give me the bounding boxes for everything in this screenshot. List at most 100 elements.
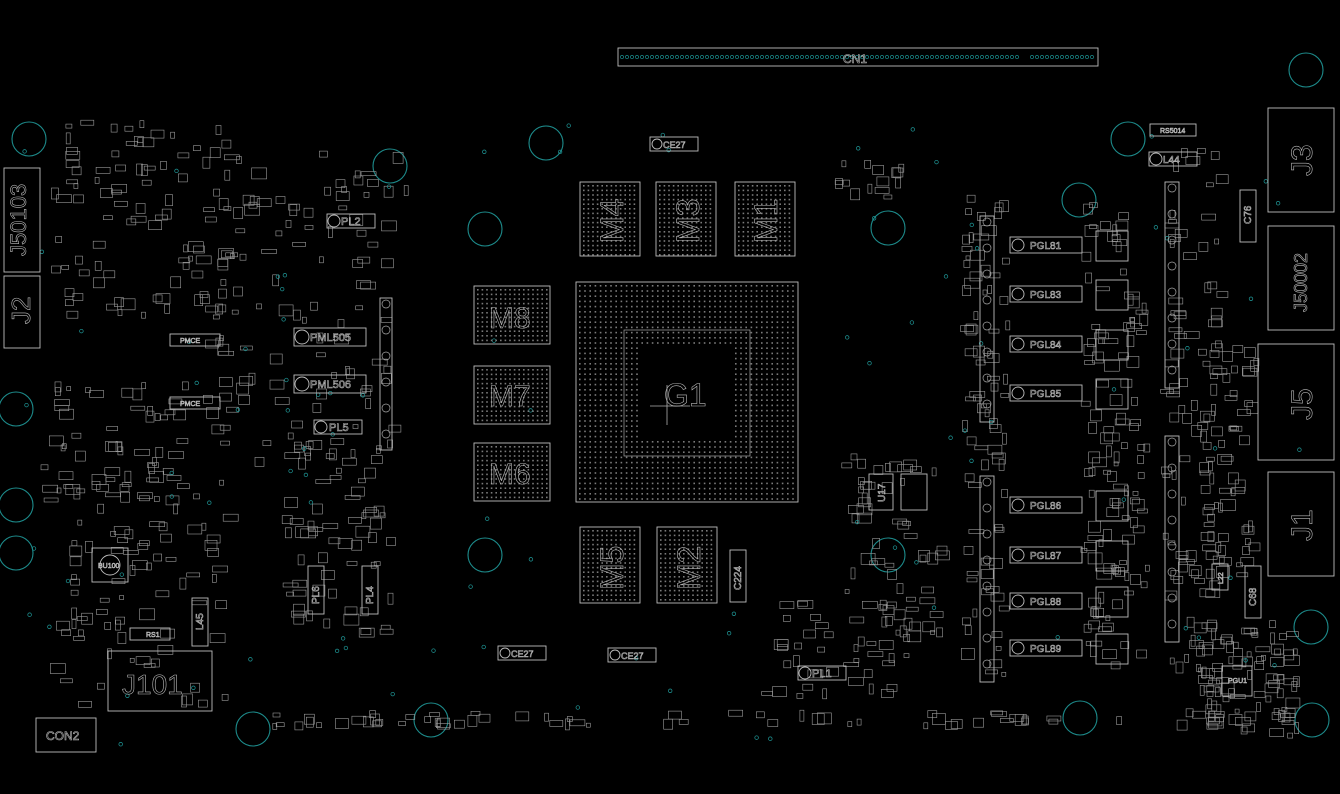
bga-ball xyxy=(766,337,768,339)
bga-ball xyxy=(719,487,721,490)
connector-j5[interactable]: J5 xyxy=(1257,343,1335,461)
connector-j1[interactable]: J1 xyxy=(1267,471,1335,577)
memory-m8[interactable]: M8 xyxy=(473,285,551,345)
smd-pad xyxy=(1131,499,1145,511)
bga-ball xyxy=(625,311,628,313)
bga-ball xyxy=(792,383,794,386)
inductor-l45[interactable]: L45 xyxy=(191,597,209,647)
bga-ball xyxy=(646,337,649,339)
smd-pad xyxy=(217,343,230,356)
bga-ball xyxy=(631,493,633,495)
bga-ball xyxy=(787,498,789,500)
bga-ball xyxy=(683,534,685,537)
bga-ball xyxy=(504,335,507,337)
connector-j50002[interactable]: J50002 xyxy=(1267,225,1335,331)
strip-capacitor xyxy=(982,347,992,357)
capacitor-c224[interactable]: C224 xyxy=(729,549,747,603)
bga-ball xyxy=(761,368,763,370)
bga-ball xyxy=(771,467,773,469)
resistor-rs5014[interactable]: RS5014 xyxy=(1149,123,1197,137)
controller-pgu1[interactable]: PGU1 xyxy=(1221,665,1253,697)
bga-ball xyxy=(587,553,590,555)
bga-ball xyxy=(705,226,707,228)
smd-pad xyxy=(1129,316,1135,322)
memory-m6[interactable]: M6 xyxy=(473,442,551,502)
bga-ball xyxy=(688,493,690,495)
memory-m1[interactable]: M1 xyxy=(734,181,796,257)
capacitor-ce27-top[interactable]: CE27 xyxy=(649,136,699,152)
bga-ball xyxy=(673,534,676,537)
choke-pl5[interactable]: PL5 xyxy=(313,419,363,435)
smd-pad xyxy=(909,621,921,632)
smd-pad xyxy=(965,323,977,336)
choke-pml506[interactable]: PML506 xyxy=(293,374,367,394)
capacitor-pmce-2[interactable]: PMCE xyxy=(169,396,221,410)
smd-pad xyxy=(356,229,367,237)
cn1-pin xyxy=(770,55,774,59)
cn1-connector[interactable]: CN1 xyxy=(617,47,1099,67)
choke-pml505[interactable]: PML505 xyxy=(293,327,367,347)
choke-pl4[interactable]: PL4 xyxy=(361,565,379,615)
bga-ball xyxy=(701,566,703,569)
bga-ball xyxy=(745,378,747,381)
bga-ball xyxy=(513,482,516,485)
bga-ball xyxy=(672,331,675,334)
memory-m5[interactable]: M5 xyxy=(579,526,641,604)
bga-ball xyxy=(589,352,591,355)
bga-ball xyxy=(761,373,763,375)
bga-ball xyxy=(662,451,664,453)
smd-pad xyxy=(966,577,978,583)
controller-bu100[interactable]: BU100 xyxy=(91,547,129,583)
resistor-rs1[interactable]: RS1 xyxy=(129,627,171,641)
connector-j2[interactable]: J2 xyxy=(3,275,41,349)
bga-ball xyxy=(518,330,520,332)
choke-pl2[interactable]: PL2 xyxy=(326,213,376,229)
capacitor-c68[interactable]: C68 xyxy=(1244,565,1262,619)
bga-ball xyxy=(709,498,711,500)
inductor-l22[interactable]: L22 xyxy=(1211,563,1229,591)
bga-ball xyxy=(532,464,534,466)
bga-ball xyxy=(629,185,631,187)
inductor-l44[interactable]: L44 xyxy=(1148,151,1198,167)
bga-ball xyxy=(631,461,633,464)
bga-ball xyxy=(605,342,607,344)
bga-ball xyxy=(490,335,493,337)
capacitor-pmce-1[interactable]: PMCE xyxy=(169,333,221,347)
bga-ball xyxy=(606,217,608,219)
bga-ball xyxy=(738,231,740,233)
memory-m4[interactable]: M4 xyxy=(579,181,641,257)
smd-pad xyxy=(61,443,67,450)
memory-m2[interactable]: M2 xyxy=(656,526,718,604)
bga-ball xyxy=(619,194,622,196)
gpu-g1[interactable]: G1 xyxy=(575,281,799,503)
bga-ball xyxy=(606,589,608,592)
memory-m3[interactable]: M3 xyxy=(655,181,717,257)
smd-pad xyxy=(386,537,396,546)
bga-ball xyxy=(696,580,699,583)
choke-pl6[interactable]: PL6 xyxy=(307,565,325,615)
chip-u17[interactable]: U17 xyxy=(868,473,928,511)
bga-ball xyxy=(742,254,745,256)
capacitor-c76[interactable]: C76 xyxy=(1239,189,1257,243)
capacitor-ce27-left[interactable]: CE27 xyxy=(497,645,547,661)
bga-ball xyxy=(481,330,484,332)
bga-ball xyxy=(495,478,497,480)
smd-pad xyxy=(220,440,230,446)
bga-ball xyxy=(605,482,607,485)
connector-j3[interactable]: J3 xyxy=(1267,107,1335,213)
bga-ball xyxy=(633,221,636,224)
bga-ball xyxy=(792,487,794,490)
connector-con2[interactable]: CON2 xyxy=(35,717,97,753)
bga-ball xyxy=(599,311,602,313)
connector-j101[interactable]: J101 xyxy=(107,650,213,712)
bga-ball xyxy=(664,576,667,578)
capacitor-ce27-right[interactable]: CE27 xyxy=(607,647,657,663)
bga-ball xyxy=(672,185,675,187)
bga-ball xyxy=(714,290,716,292)
bga-ball xyxy=(615,383,617,386)
bga-ball xyxy=(610,589,613,592)
choke-pl1[interactable]: PL1 xyxy=(797,665,847,681)
bga-ball xyxy=(615,254,617,256)
memory-m7[interactable]: M7 xyxy=(473,365,551,425)
connector-j50103[interactable]: J50103 xyxy=(3,167,41,273)
